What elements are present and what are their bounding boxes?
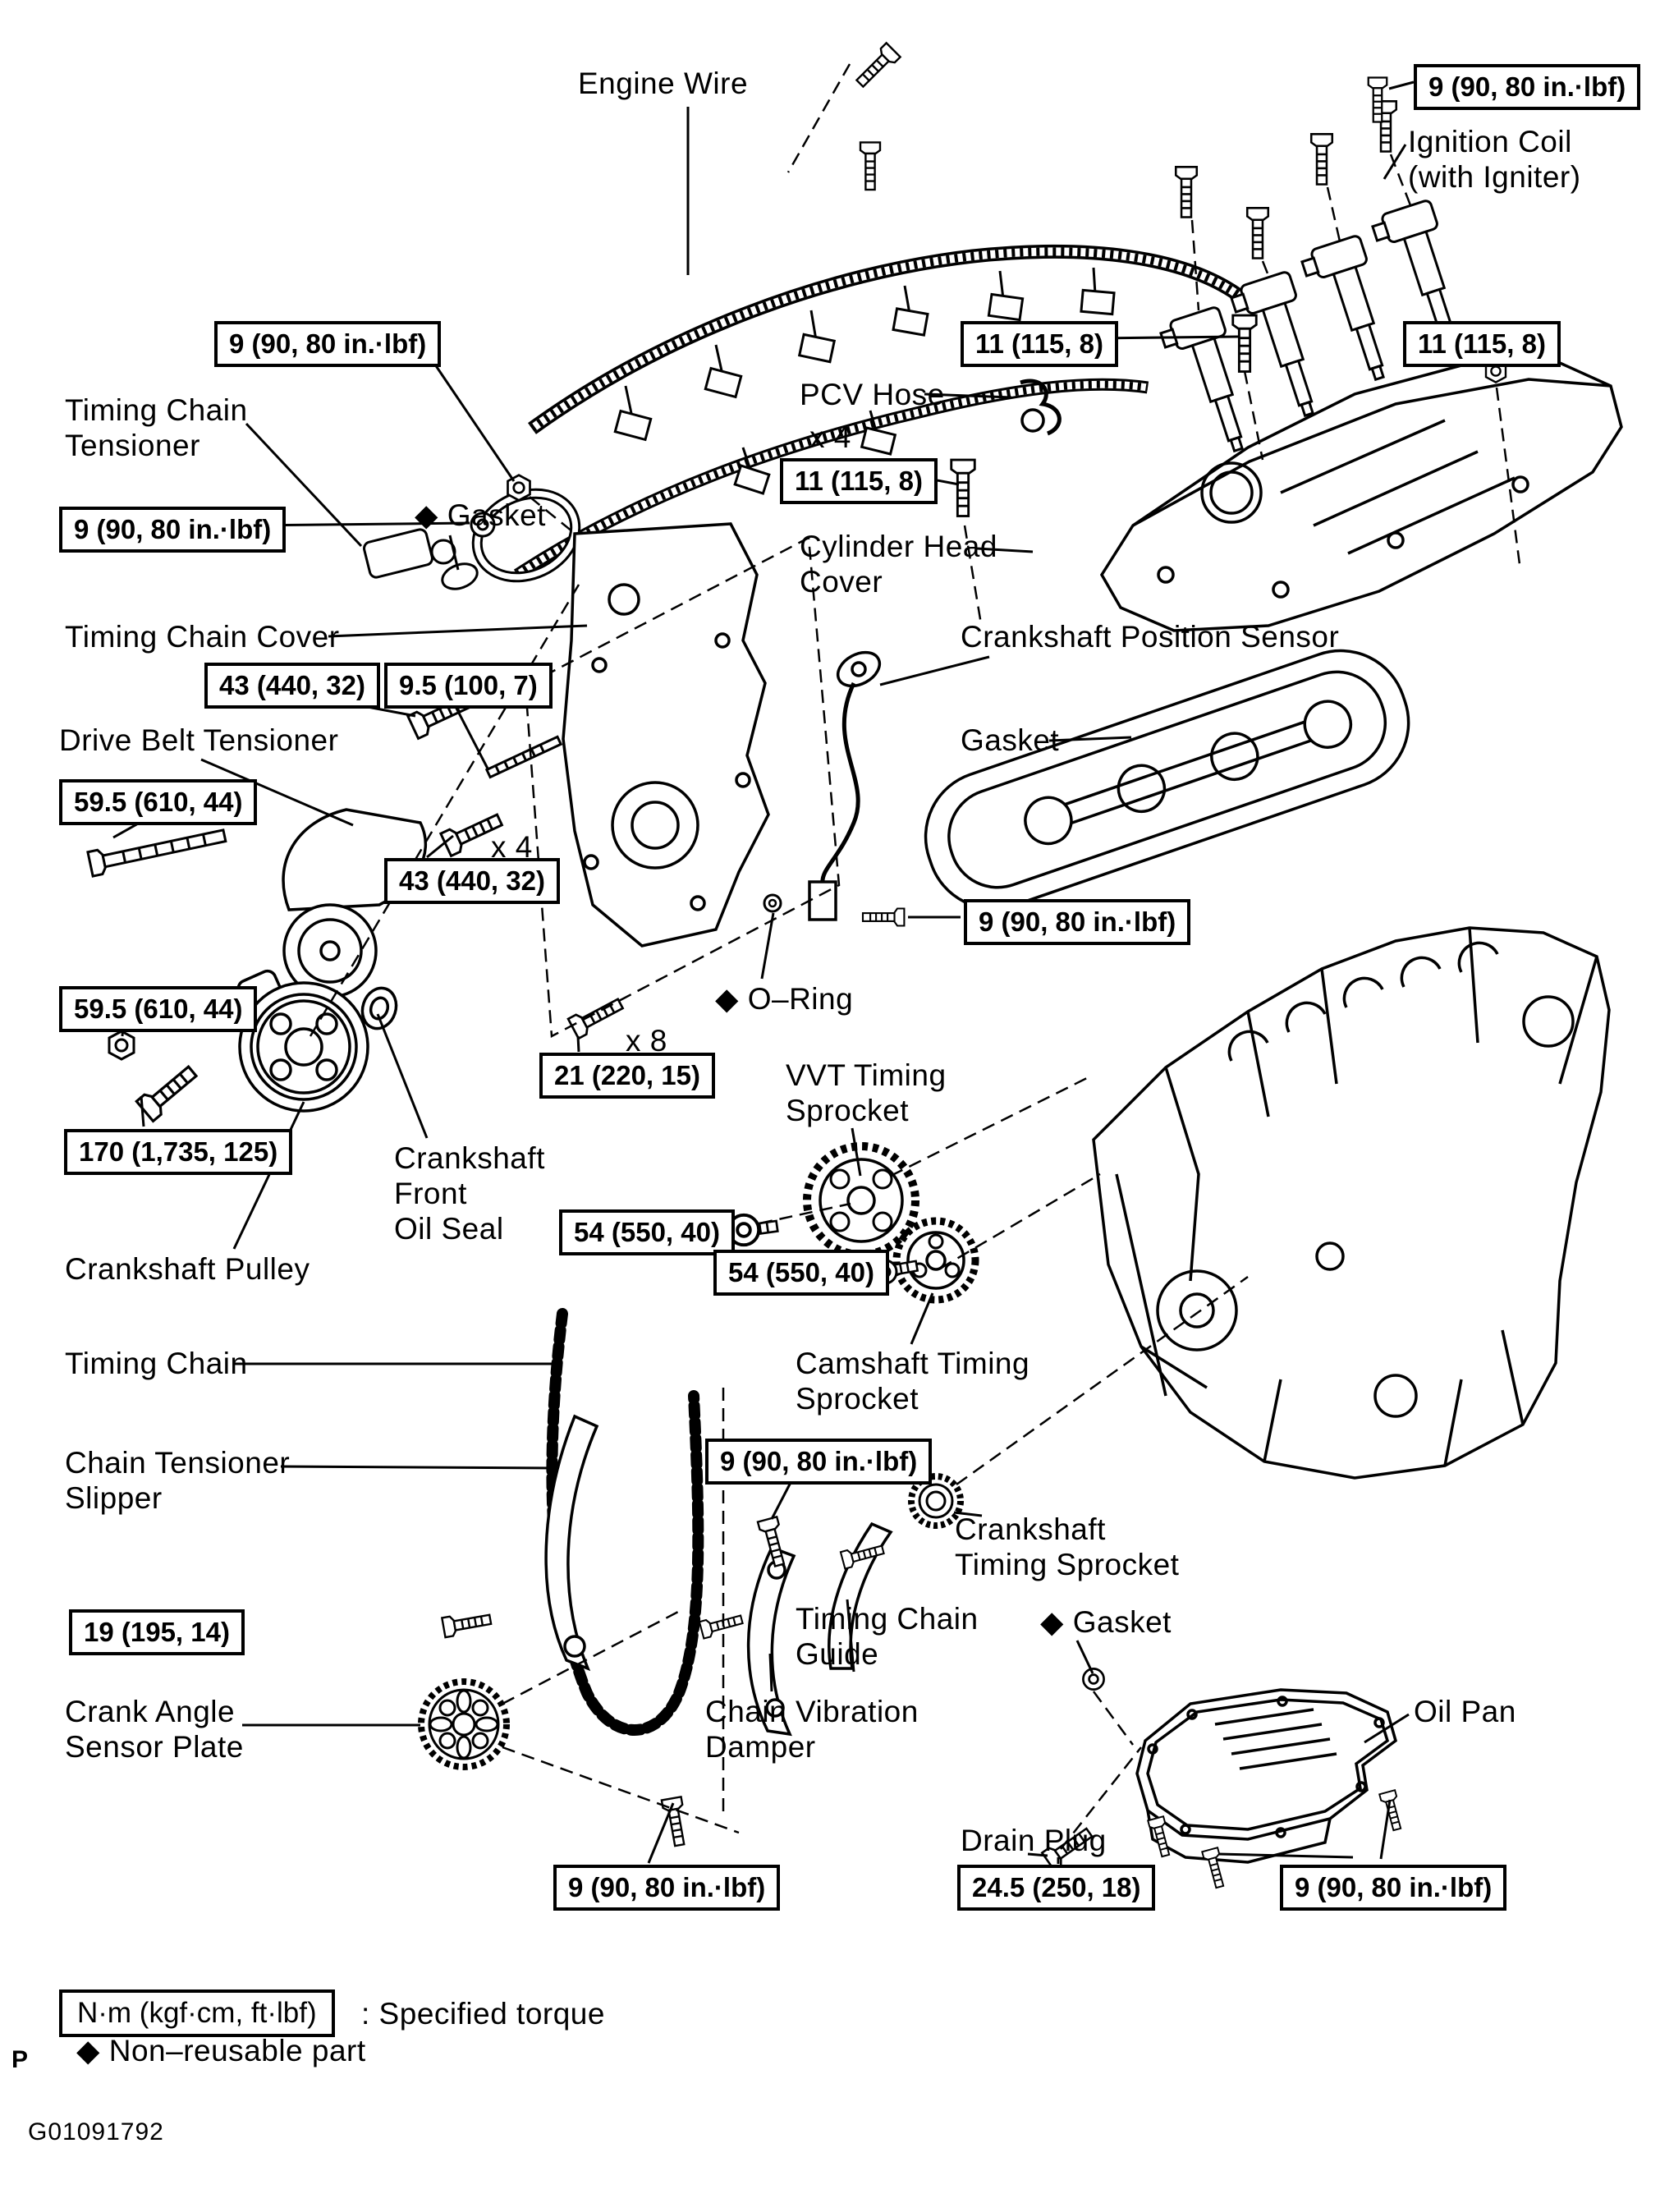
legend-torque-desc: : Specified torque xyxy=(361,1997,605,2031)
label-timing-chain-guide: Timing Chain Guide xyxy=(796,1602,979,1671)
construction-lines xyxy=(309,63,1522,1850)
torque-box-oil-pan-bolts: 9 (90, 80 in.·lbf) xyxy=(1280,1865,1507,1911)
timing-chain-tensioner-drawing xyxy=(363,528,479,590)
label-crankshaft-pulley: Crankshaft Pulley xyxy=(65,1252,310,1286)
torque-box-slipper-bolt: 19 (195, 14) xyxy=(69,1609,245,1655)
label-x4-cover-bolts: x 4 xyxy=(491,830,533,864)
torque-box-damper-bolt: 9 (90, 80 in.·lbf) xyxy=(553,1865,781,1911)
engine-block-drawing xyxy=(1092,926,1611,1480)
torque-box-cover-bolt-43: 43 (440, 32) xyxy=(204,663,380,709)
page-marker: P xyxy=(11,2046,29,2073)
torque-box-head-cover-bolt-x4: 11 (115, 8) xyxy=(780,458,938,504)
label-timing-chain: Timing Chain xyxy=(65,1347,248,1380)
label-pcv-hose: PCV Hose xyxy=(800,378,945,411)
legend-torque-box: N·m (kgf·cm, ft·lbf) xyxy=(59,1989,335,2037)
torque-box-head-cover-bolt-center: 11 (115, 8) xyxy=(961,321,1118,367)
pcv-hose-drawing xyxy=(1020,379,1062,436)
label-chain-vibration-damper: Chain Vibration Damper xyxy=(705,1695,919,1764)
oil-pan-drawing xyxy=(1135,1688,1398,1864)
label-chain-tensioner-slipper: Chain Tensioner Slipper xyxy=(65,1446,291,1515)
chain-vibration-damper-drawing xyxy=(746,1545,796,1737)
fasteners xyxy=(86,42,1507,1890)
label-oil-pan: Oil Pan xyxy=(1414,1695,1516,1728)
head-cover-gasket-drawing xyxy=(924,649,1410,911)
torque-box-tensioner-bolt: 59.5 (610, 44) xyxy=(59,779,258,825)
label-x8-cover-bolts: x 8 xyxy=(626,1024,667,1058)
label-crank-angle-sensor-plate: Crank Angle Sensor Plate xyxy=(65,1695,244,1764)
label-crankshaft-timing-sprocket: Crankshaft Timing Sprocket xyxy=(955,1512,1180,1581)
label-ignition-coil: Ignition Coil (with Igniter) xyxy=(1408,125,1581,194)
cylinder-head-cover-drawing xyxy=(1099,361,1623,632)
torque-box-position-sensor-bolt: 9 (90, 80 in.·lbf) xyxy=(964,899,1191,945)
label-crankshaft-front-oil-seal: Crankshaft Front Oil Seal xyxy=(394,1141,545,1246)
torque-box-engine-wire-nut: 9 (90, 80 in.·lbf) xyxy=(214,321,442,367)
engine-wire-drawing xyxy=(471,244,1246,583)
torque-box-tensioner-nut: 59.5 (610, 44) xyxy=(59,986,258,1032)
label-gasket-oil-pan: ◆ Gasket xyxy=(1040,1605,1172,1639)
chain-tensioner-slipper-drawing xyxy=(544,1414,599,1672)
label-crankshaft-position-sensor: Crankshaft Position Sensor xyxy=(961,620,1340,654)
label-timing-chain-cover: Timing Chain Cover xyxy=(65,620,340,654)
torque-box-camshaft-sprocket-bolt: 54 (550, 40) xyxy=(713,1250,889,1296)
label-engine-wire: Engine Wire xyxy=(578,67,749,100)
label-x4-coil-bolts: x 4 xyxy=(809,420,851,454)
crankshaft-timing-sprocket-drawing xyxy=(908,1473,964,1529)
ignition-coils-drawing xyxy=(1159,200,1456,453)
torque-box-vvt-sprocket-bolt: 54 (550, 40) xyxy=(559,1209,735,1255)
torque-box-chain-tensioner-nut: 9 (90, 80 in.·lbf) xyxy=(59,507,287,553)
torque-box-ignition-coil: 9 (90, 80 in.·lbf) xyxy=(1414,64,1641,110)
label-cylinder-head-cover: Cylinder Head Cover xyxy=(800,530,997,599)
label-drive-belt-tensioner: Drive Belt Tensioner xyxy=(59,723,339,757)
torque-box-cover-bolt-43-x4: 43 (440, 32) xyxy=(384,858,560,904)
vvt-timing-sprocket-drawing xyxy=(803,1142,919,1259)
torque-box-drain-plug: 24.5 (250, 18) xyxy=(957,1865,1156,1911)
label-drain-plug: Drain Plug xyxy=(961,1824,1107,1857)
timing-chain-guide-drawing xyxy=(828,1521,893,1670)
torque-box-cover-bolt-x8: 21 (220, 15) xyxy=(539,1053,715,1099)
label-gasket-tensioner: ◆ Gasket xyxy=(415,498,546,532)
torque-box-head-cover-nut-right: 11 (115, 8) xyxy=(1403,321,1561,367)
label-gasket-head-cover: Gasket xyxy=(961,723,1060,757)
crank-angle-sensor-plate-drawing xyxy=(418,1678,510,1770)
label-vvt-timing-sprocket: VVT Timing Sprocket xyxy=(786,1058,947,1127)
torque-box-cover-stud: 9.5 (100, 7) xyxy=(384,663,553,709)
timing-chain-cover-drawing xyxy=(562,522,770,948)
label-camshaft-timing-sprocket: Camshaft Timing Sprocket xyxy=(796,1347,1030,1416)
figure-code: G01091792 xyxy=(28,2118,164,2145)
torque-box-crankshaft-pulley-bolt: 170 (1,735, 125) xyxy=(64,1129,293,1175)
torque-box-chain-guide-bolt: 9 (90, 80 in.·lbf) xyxy=(705,1439,933,1485)
crankshaft-position-sensor-drawing xyxy=(808,650,882,921)
label-timing-chain-tensioner: Timing Chain Tensioner xyxy=(65,393,248,462)
label-o-ring: ◆ O–Ring xyxy=(715,982,854,1016)
timing-chain-drawing xyxy=(546,1308,704,1736)
camshaft-timing-sprocket-drawing xyxy=(892,1217,979,1304)
legend-non-reusable: ◆ Non–reusable part xyxy=(76,2034,366,2067)
crankshaft-pulley-drawing xyxy=(238,981,398,1113)
